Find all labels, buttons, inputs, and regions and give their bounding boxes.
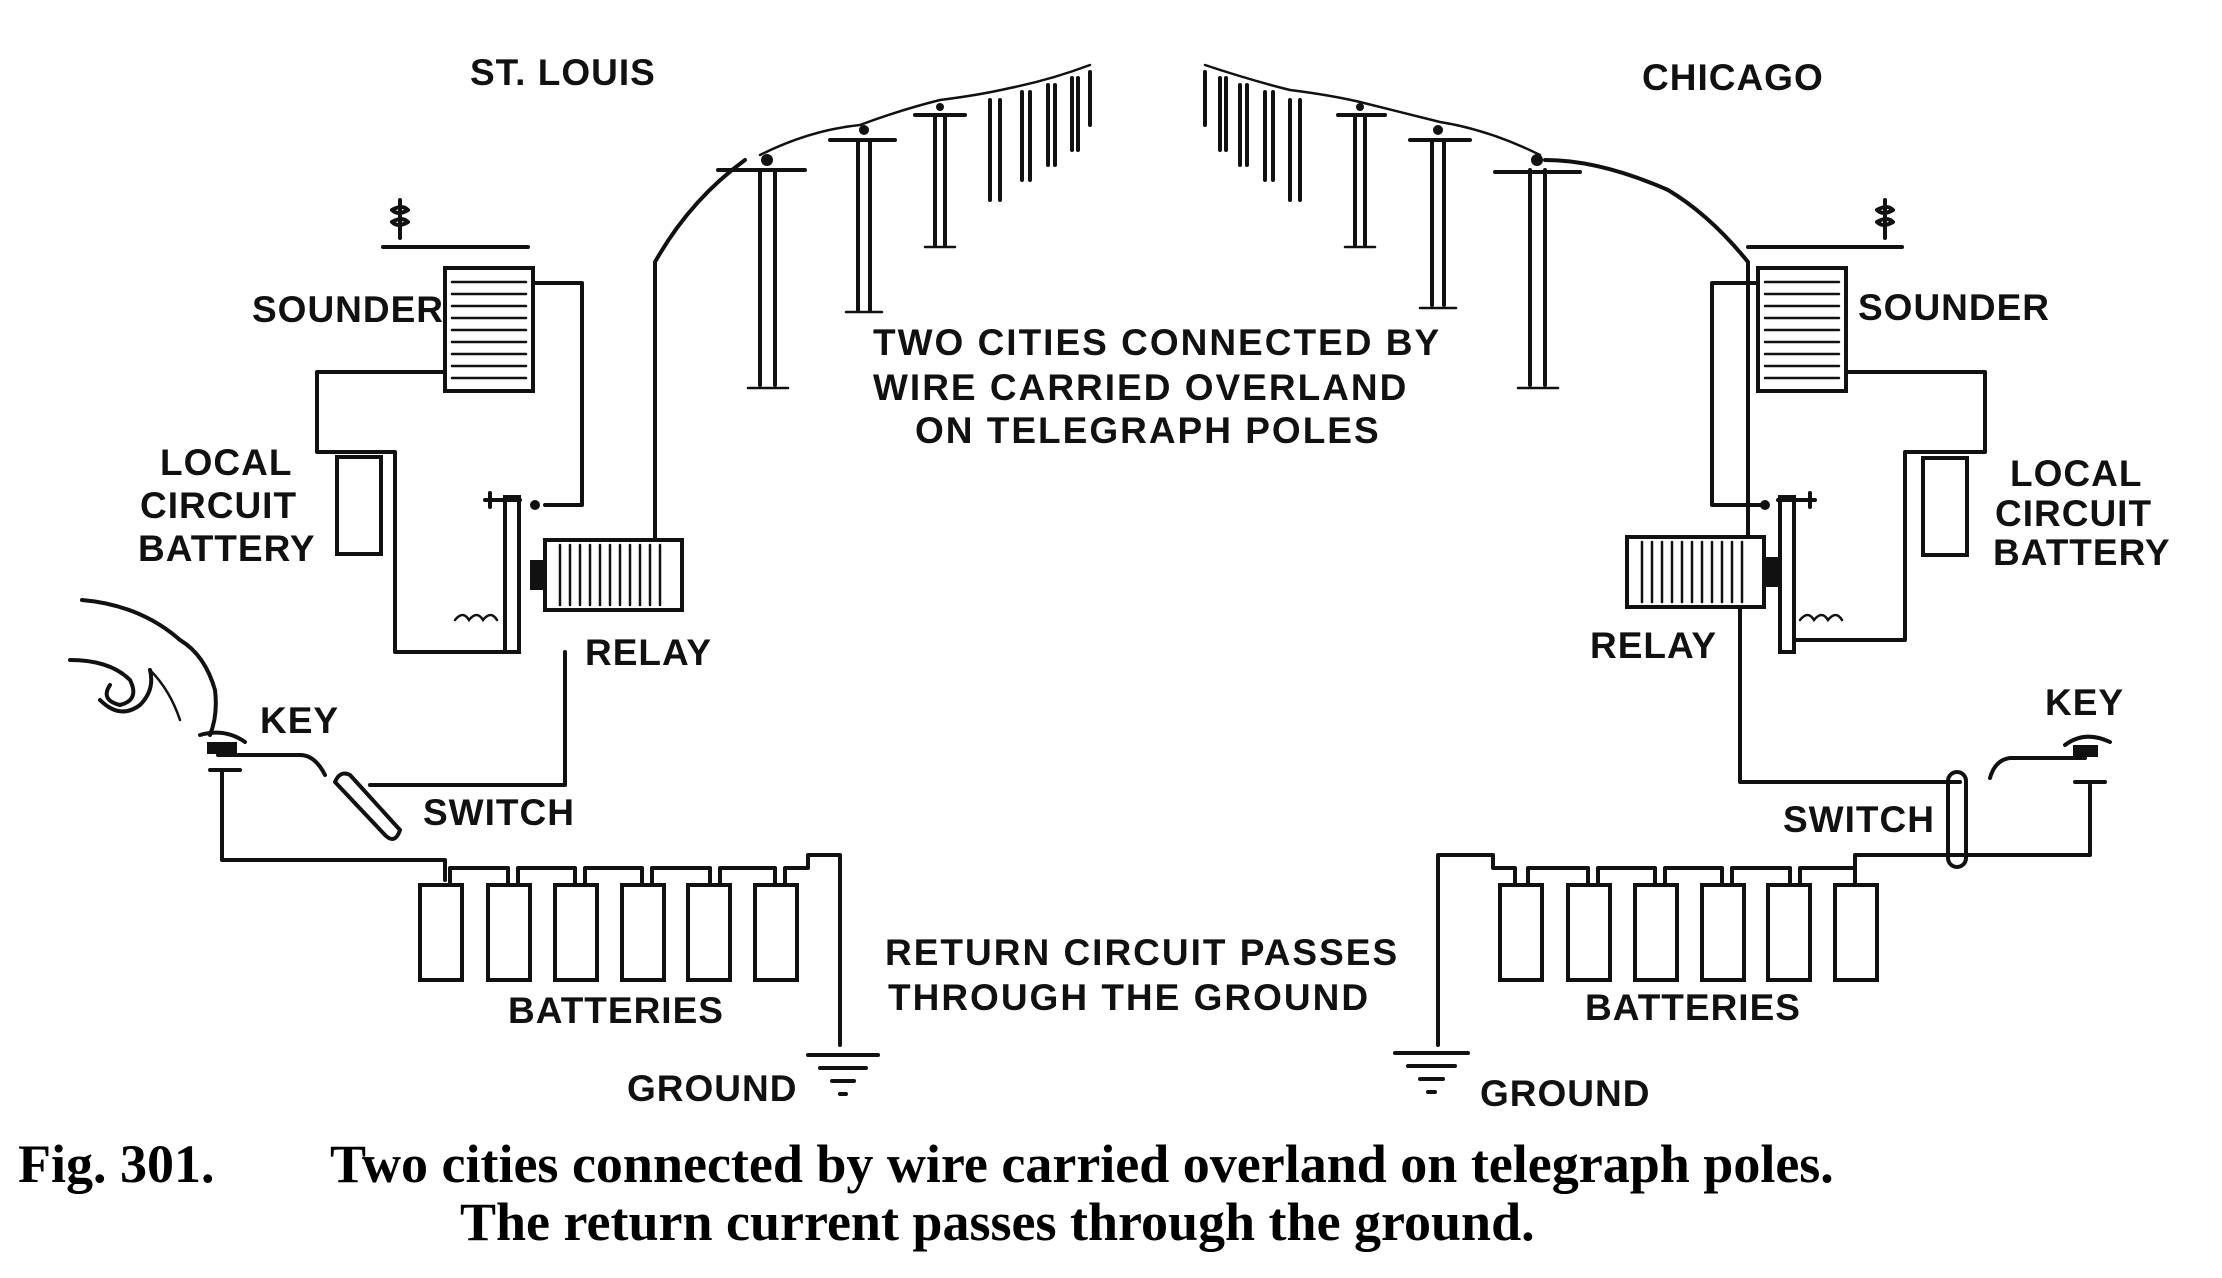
hand-pressing-key bbox=[68, 598, 218, 737]
ground-label-right: GROUND bbox=[1480, 1073, 1650, 1114]
local-battery-label-left: LOCAL CIRCUIT BATTERY bbox=[138, 442, 316, 569]
batteries-label-right: BATTERIES bbox=[1585, 987, 1801, 1028]
telegraph-key-left bbox=[198, 730, 327, 777]
local-battery-left bbox=[335, 455, 383, 556]
relay-armature-right bbox=[1760, 491, 1844, 654]
sounder-left bbox=[381, 198, 535, 393]
sounder-label-right: SOUNDER bbox=[1858, 287, 2050, 328]
left-city-title: ST. LOUIS bbox=[470, 52, 656, 93]
svg-text:LOCAL: LOCAL bbox=[2010, 453, 2142, 494]
svg-text:BATTERY: BATTERY bbox=[138, 528, 316, 569]
relay-label-right: RELAY bbox=[1590, 625, 1717, 666]
local-battery-label-right: LOCAL CIRCUIT BATTERY bbox=[1993, 453, 2171, 573]
svg-text:THROUGH THE GROUND: THROUGH THE GROUND bbox=[888, 977, 1370, 1018]
sounder-label-left: SOUNDER bbox=[252, 289, 444, 330]
ground-symbol-left bbox=[806, 1053, 880, 1096]
switch-label-right: SWITCH bbox=[1783, 799, 1935, 840]
svg-text:RETURN CIRCUIT PASSES: RETURN CIRCUIT PASSES bbox=[885, 932, 1399, 973]
svg-text:ON TELEGRAPH POLES: ON TELEGRAPH POLES bbox=[915, 410, 1381, 451]
right-city-title: CHICAGO bbox=[1642, 57, 1824, 98]
relay-coil-right bbox=[1625, 535, 1779, 609]
key-label-right: KEY bbox=[2045, 682, 2124, 723]
sounder-right bbox=[1746, 198, 1904, 393]
local-circuit-wire-left bbox=[315, 370, 507, 654]
local-circuit-wire-right bbox=[1788, 370, 1987, 642]
local-battery-right bbox=[1921, 456, 1969, 557]
svg-text:WIRE CARRIED OVERLAND: WIRE CARRIED OVERLAND bbox=[873, 367, 1408, 408]
main-circuit-right bbox=[1738, 605, 1962, 784]
switch-left bbox=[333, 771, 402, 841]
svg-text:BATTERY: BATTERY bbox=[1993, 532, 2171, 573]
relay-armature-left bbox=[453, 491, 540, 654]
ground-symbol-right bbox=[1393, 1051, 1470, 1094]
key-label-left: KEY bbox=[260, 700, 339, 741]
line-wire-left bbox=[653, 158, 747, 542]
caption-line-1: Two cities connected by wire carried ove… bbox=[330, 1134, 1834, 1194]
batteries-label-left: BATTERIES bbox=[508, 990, 724, 1031]
switch-label-left: SWITCH bbox=[423, 792, 575, 833]
line-wire-right bbox=[1543, 158, 1750, 540]
caption-number: Fig. 301. bbox=[18, 1134, 215, 1194]
relay-coil-left bbox=[530, 538, 684, 612]
svg-text:CIRCUIT: CIRCUIT bbox=[140, 485, 297, 526]
center-note: TWO CITIES CONNECTED BY WIRE CARRIED OVE… bbox=[873, 322, 1441, 451]
caption-line-2: The return current passes through the gr… bbox=[460, 1192, 1535, 1252]
return-note: RETURN CIRCUIT PASSES THROUGH THE GROUND bbox=[885, 932, 1399, 1018]
telegraph-key-right bbox=[1988, 734, 2112, 784]
telegraph-poles-left bbox=[716, 63, 1092, 390]
batteries-right bbox=[1436, 853, 1879, 1047]
switch-right bbox=[1946, 770, 1968, 869]
telegraph-poles-right bbox=[1203, 63, 1582, 390]
main-circuit-left bbox=[368, 650, 567, 787]
svg-text:LOCAL: LOCAL bbox=[160, 442, 292, 483]
figure-caption: Fig. 301. Two cities connected by wire c… bbox=[18, 1134, 1834, 1252]
svg-text:TWO CITIES CONNECTED BY: TWO CITIES CONNECTED BY bbox=[873, 322, 1441, 363]
relay-label-left: RELAY bbox=[585, 632, 712, 673]
ground-label-left: GROUND bbox=[627, 1068, 797, 1109]
batteries-left bbox=[418, 853, 842, 1047]
svg-text:CIRCUIT: CIRCUIT bbox=[1995, 493, 2152, 534]
